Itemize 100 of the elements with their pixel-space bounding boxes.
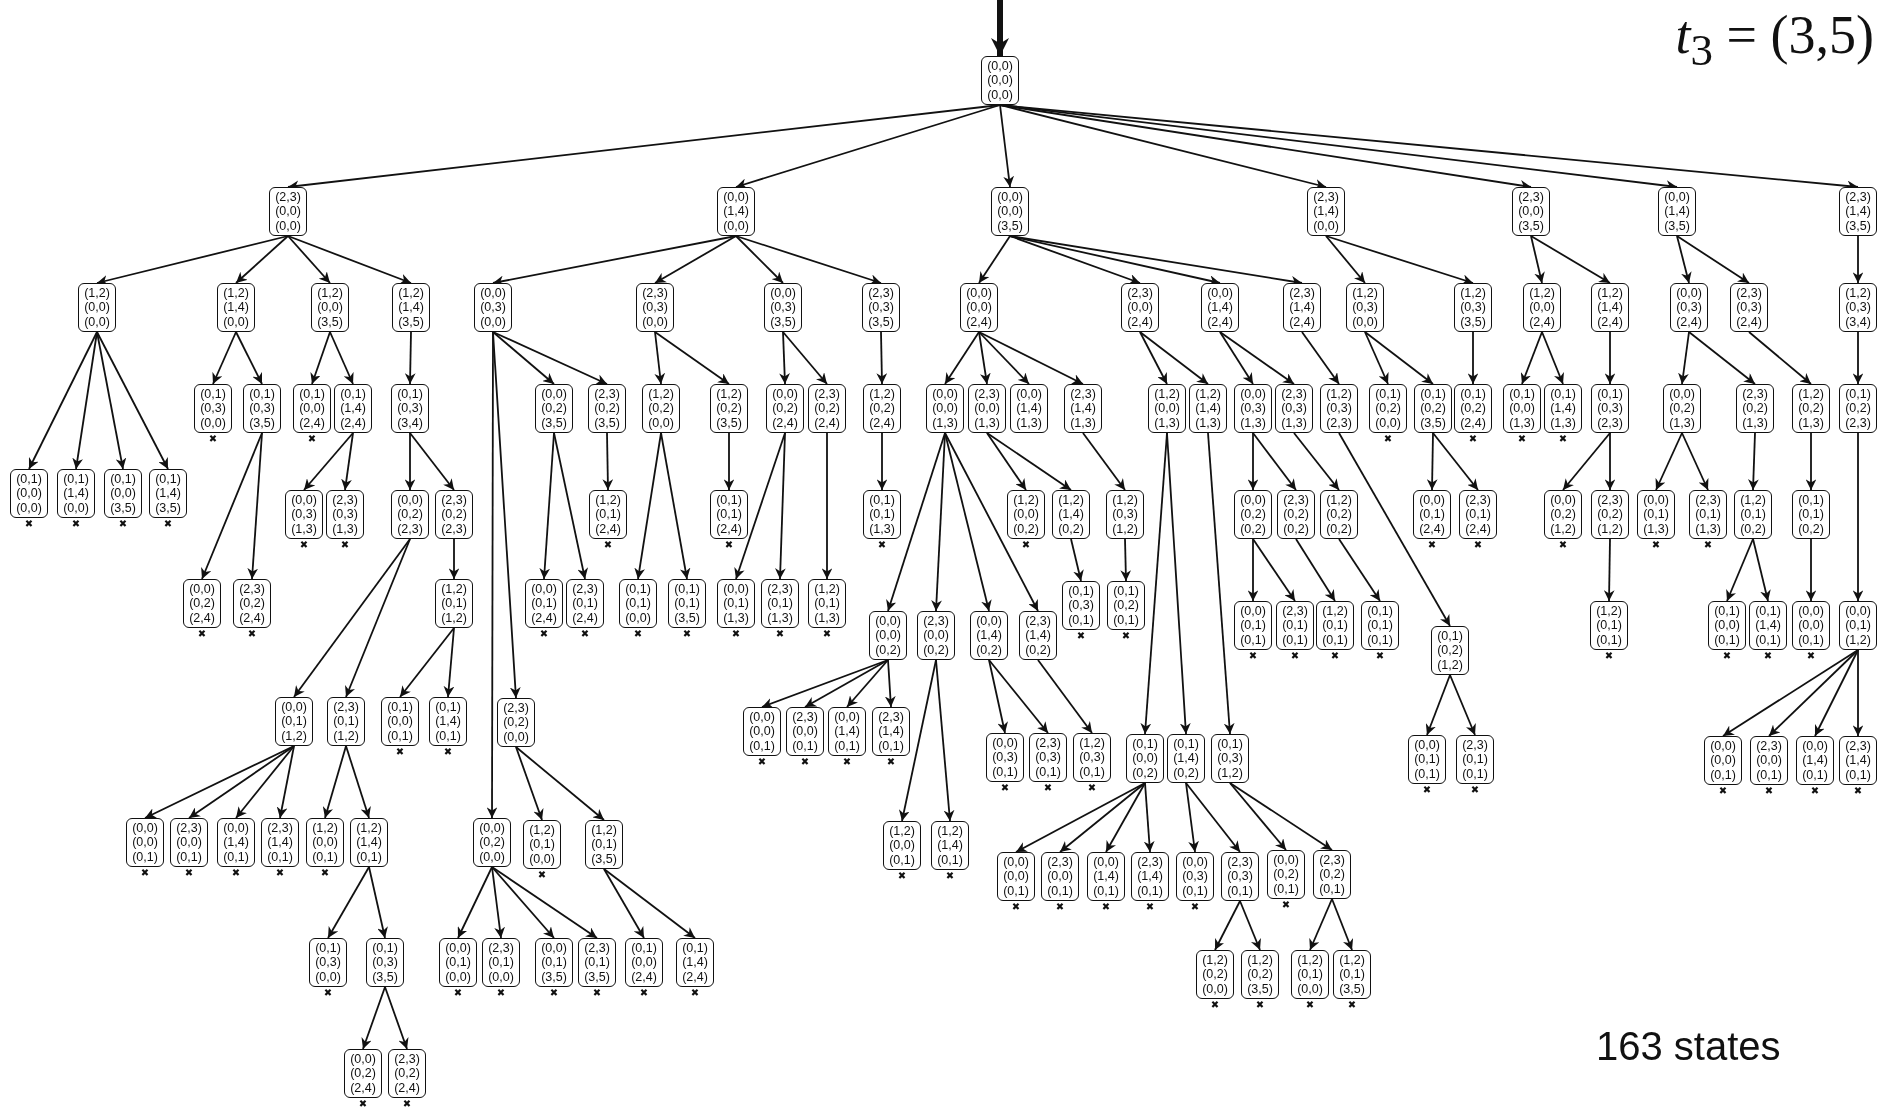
state-label: (0,1) (1,4) (0,2) — [1172, 736, 1200, 781]
state-label: (0,1) (1,4) (0,0) — [62, 471, 90, 516]
state-label: (1,2) (0,1) (2,4) — [594, 492, 622, 537]
arrow — [660, 432, 691, 580]
state-label: (0,1) (0,1) (0,1) — [1366, 603, 1394, 648]
state-label: (1,2) (1,4) (0,0) — [222, 285, 250, 330]
arrow — [991, 0, 1009, 56]
arrow — [491, 866, 598, 939]
state-label: (1,2) (0,1) (0,0) — [1296, 952, 1324, 997]
state-label: (2,3) (0,0) (0,1) — [175, 820, 203, 865]
arrow — [1425, 674, 1451, 736]
state-label: (1,2) (1,4) (3,5) — [397, 285, 425, 330]
arrow — [723, 432, 735, 491]
cross-mark: ✖ — [1054, 902, 1066, 912]
cross-mark: ✖ — [1426, 540, 1438, 550]
arrow — [28, 331, 98, 470]
cross-mark: ✖ — [1467, 434, 1479, 444]
cross-mark: ✖ — [944, 871, 956, 881]
cross-mark: ✖ — [579, 629, 591, 639]
cross-mark: ✖ — [774, 629, 786, 639]
arrow — [1247, 538, 1259, 602]
state-label: (0,1) (0,3) (3,5) — [371, 940, 399, 985]
cross-mark: ✖ — [230, 868, 242, 878]
arrow — [734, 432, 786, 580]
arrow — [235, 331, 263, 385]
arrow — [1678, 331, 1690, 385]
state-label: (0,1) (0,1) (3,5) — [673, 581, 701, 626]
cross-mark: ✖ — [139, 868, 151, 878]
arrow — [602, 432, 614, 491]
arrow — [287, 235, 412, 285]
arrow — [1139, 331, 1209, 385]
arrow — [1814, 649, 1859, 737]
state-label: (2,3) (0,2) (0,2) — [1282, 492, 1310, 537]
arrow — [1530, 235, 1611, 284]
cross-mark: ✖ — [1346, 1000, 1358, 1010]
arrow — [654, 331, 666, 385]
arrow — [345, 538, 411, 698]
cross-mark: ✖ — [1209, 1000, 1221, 1010]
arrow — [944, 331, 980, 385]
state-label: (0,1) (0,0) (0,0) — [15, 471, 43, 516]
state-label: (0,1) (0,1) (1,3) — [868, 492, 896, 537]
cross-mark: ✖ — [357, 1099, 369, 1109]
state-label: (0,0) (1,4) (0,1) — [1801, 738, 1829, 783]
state-label: (2,3) (0,1) (1,2) — [332, 699, 360, 744]
cross-mark: ✖ — [23, 519, 35, 529]
cross-mark: ✖ — [1144, 902, 1156, 912]
arrow — [978, 331, 1030, 385]
state-label: (1,2) (0,0) (3,5) — [316, 285, 344, 330]
arrow — [1139, 331, 1168, 385]
arrow — [988, 659, 1049, 734]
cross-mark: ✖ — [1557, 434, 1569, 444]
state-label: (0,1) (1,4) (0,1) — [434, 699, 462, 744]
arrow — [1070, 538, 1084, 582]
cross-mark: ✖ — [339, 540, 351, 550]
arrow — [1301, 331, 1340, 385]
state-label: (2,3) (0,2) (2,4) — [238, 581, 266, 626]
arrow — [1364, 331, 1389, 385]
cross-mark: ✖ — [1717, 786, 1729, 796]
state-label: (0,0) (0,3) (2,4) — [1675, 285, 1703, 330]
cross-mark: ✖ — [1805, 651, 1817, 661]
state-label: (0,0) (0,1) (1,2) — [280, 699, 308, 744]
state-label: (2,3) (0,0) (3,5) — [1517, 189, 1545, 234]
state-label: (0,0) (0,0) (0,0) — [986, 58, 1014, 103]
cross-mark: ✖ — [1374, 651, 1386, 661]
state-label: (1,2) (0,0) (1,3) — [1153, 386, 1181, 431]
arrow — [782, 331, 828, 385]
state-label: (0,0) (0,2) (2,4) — [188, 581, 216, 626]
arrow — [944, 432, 1039, 612]
arrow — [779, 331, 790, 385]
arrow — [1295, 538, 1336, 602]
cross-mark: ✖ — [452, 988, 464, 998]
state-label: (2,3) (0,3) (0,0) — [641, 285, 669, 330]
cross-mark: ✖ — [1650, 540, 1662, 550]
arrow — [287, 235, 331, 284]
cross-mark: ✖ — [1020, 540, 1032, 550]
arrow — [303, 432, 354, 491]
arrow — [235, 745, 295, 819]
arrow — [201, 432, 263, 580]
arrow — [404, 331, 416, 385]
state-label: (1,2) (0,3) (3,5) — [1459, 285, 1487, 330]
arrow — [1726, 538, 1754, 602]
state-label: (0,0) (0,0) (2,4) — [965, 285, 993, 330]
arrow — [1082, 432, 1126, 491]
state-label: (0,0) (0,2) (3,5) — [540, 386, 568, 431]
state-label: (0,0) (0,1) (3,5) — [540, 940, 568, 985]
state-label: (0,0) (0,2) (0,2) — [1239, 492, 1267, 537]
state-label: (0,0) (0,1) (1,3) — [1642, 492, 1670, 537]
arrow — [774, 432, 786, 580]
state-label: (2,3) (0,1) (2,4) — [1464, 492, 1492, 537]
state-label: (0,0) (0,0) (0,1) — [131, 820, 159, 865]
state-label: (0,0) (0,3) (0,1) — [991, 735, 1019, 780]
arrow — [876, 331, 888, 385]
arrow — [1252, 432, 1297, 491]
arrow — [492, 331, 608, 385]
arrow — [821, 432, 833, 580]
cross-mark: ✖ — [1469, 785, 1481, 795]
state-label: (2,3) (0,0) (0,2) — [922, 613, 950, 658]
arrow — [1214, 900, 1241, 951]
state-label: (2,3) (0,2) (2,4) — [393, 1051, 421, 1096]
arrow — [1676, 235, 1692, 284]
